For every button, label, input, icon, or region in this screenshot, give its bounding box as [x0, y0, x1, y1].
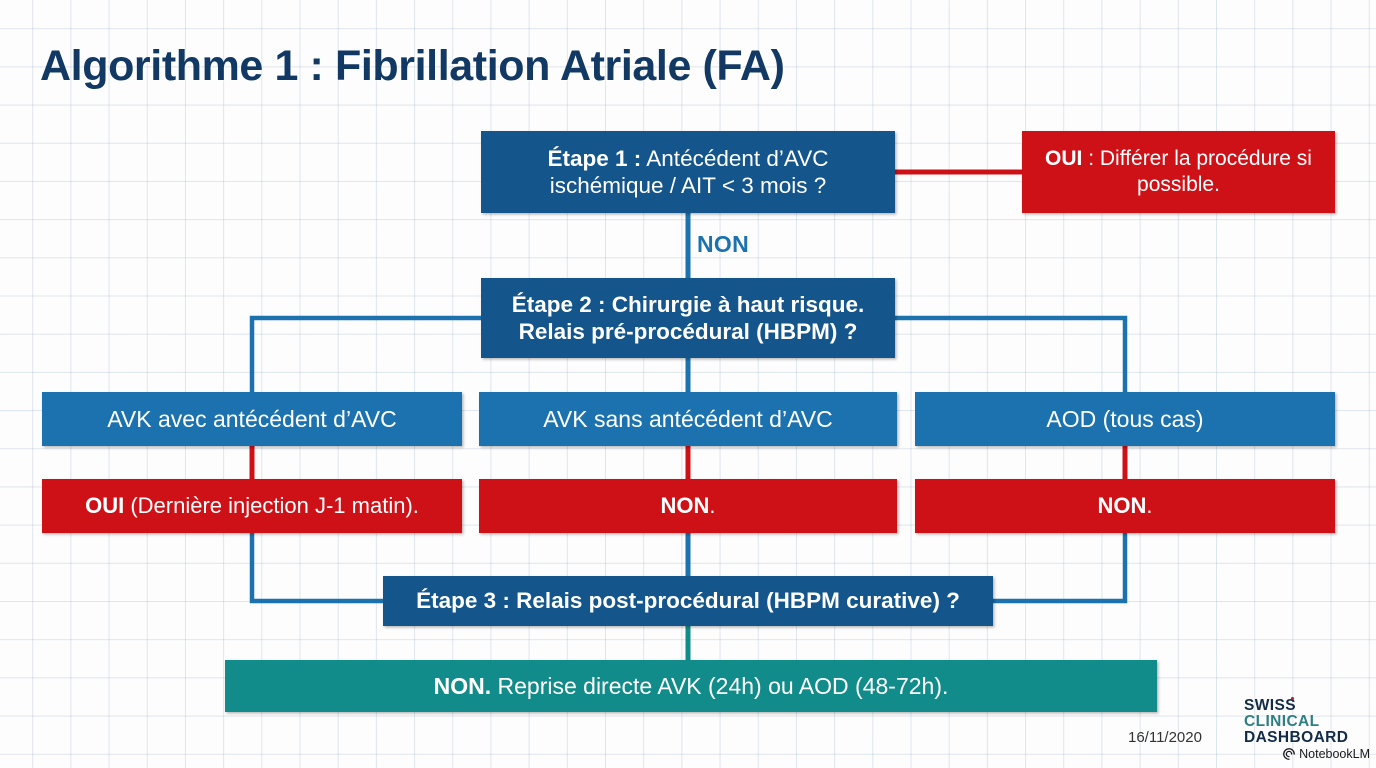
- connector-step2-to-option3: [895, 315, 1128, 392]
- connector-step2-to-option1: [249, 315, 481, 392]
- connector-answer1-to-step3: [249, 533, 383, 604]
- node-answer-aod[interactable]: NON.: [915, 479, 1335, 533]
- branch-oui-bold: OUI: [1045, 147, 1083, 171]
- logo-line-clinical: CLINICAL: [1244, 713, 1320, 730]
- answer3-bold: NON: [1097, 492, 1147, 518]
- node-branch-oui[interactable]: OUI : Différer la procédure si possible.: [1022, 131, 1335, 213]
- answer2-bold: NON: [660, 492, 710, 518]
- step1-bold: Étape 1 :: [547, 145, 642, 171]
- page-title: Algorithme 1 : Fibrillation Atriale (FA): [40, 42, 785, 90]
- node-step3[interactable]: Étape 3 : Relais post-procédural (HBPM c…: [383, 576, 993, 626]
- branch-oui-text: : Différer la procédure si possible.: [1082, 147, 1312, 196]
- node-answer-avk-sans-avc[interactable]: NON.: [479, 479, 897, 533]
- answer2-text: .: [709, 492, 716, 518]
- connector-answer3-to-step3: [993, 533, 1128, 604]
- logo-line-dashboard: DASHBOARD: [1244, 728, 1349, 746]
- answer1-bold: OUI: [85, 492, 125, 518]
- notebooklm-attribution: NotebookLM: [1244, 747, 1372, 761]
- node-option-avk-sans-avc[interactable]: AVK sans antécédent d’AVC: [479, 392, 897, 446]
- logo-red-dot-icon: [1291, 697, 1294, 700]
- node-final-outcome[interactable]: NON. Reprise directe AVK (24h) ou AOD (4…: [225, 660, 1157, 712]
- brand-logo: SWISS CLINICAL DASHBOARD NotebookLM: [1244, 697, 1372, 761]
- notebooklm-label: NotebookLM: [1299, 746, 1370, 761]
- option3-text: AOD (tous cas): [1046, 405, 1204, 432]
- node-option-avk-avec-avc[interactable]: AVK avec antécédent d’AVC: [42, 392, 462, 446]
- option1-text: AVK avec antécédent d’AVC: [107, 405, 397, 432]
- node-step2[interactable]: Étape 2 : Chirurgie à haut risque. Relai…: [481, 278, 895, 358]
- step3-text: Étape 3 : Relais post-procédural (HBPM c…: [416, 588, 960, 614]
- step2-text: Étape 2 : Chirurgie à haut risque. Relai…: [511, 291, 865, 344]
- node-answer-avk-avec-avc[interactable]: OUI (Dernière injection J-1 matin).: [42, 479, 462, 533]
- option2-text: AVK sans antécédent d’AVC: [543, 405, 833, 432]
- step1-text: Antécédent d’AVC ischémique / AIT < 3 mo…: [549, 145, 829, 198]
- final-text: Reprise directe AVK (24h) ou AOD (48-72h…: [491, 672, 949, 699]
- final-bold: NON.: [433, 672, 492, 699]
- answer1-text: (Dernière injection J-1 matin).: [124, 492, 419, 518]
- answer3-text: .: [1146, 492, 1153, 518]
- spiral-icon: [1283, 748, 1296, 760]
- footer-date: 16/11/2020: [1128, 729, 1202, 746]
- node-option-aod[interactable]: AOD (tous cas): [915, 392, 1335, 446]
- node-step1[interactable]: Étape 1 : Antécédent d’AVC ischémique / …: [481, 131, 895, 213]
- logo-line-swiss: SWISS: [1244, 697, 1296, 714]
- edge-label-non: NON: [697, 231, 750, 257]
